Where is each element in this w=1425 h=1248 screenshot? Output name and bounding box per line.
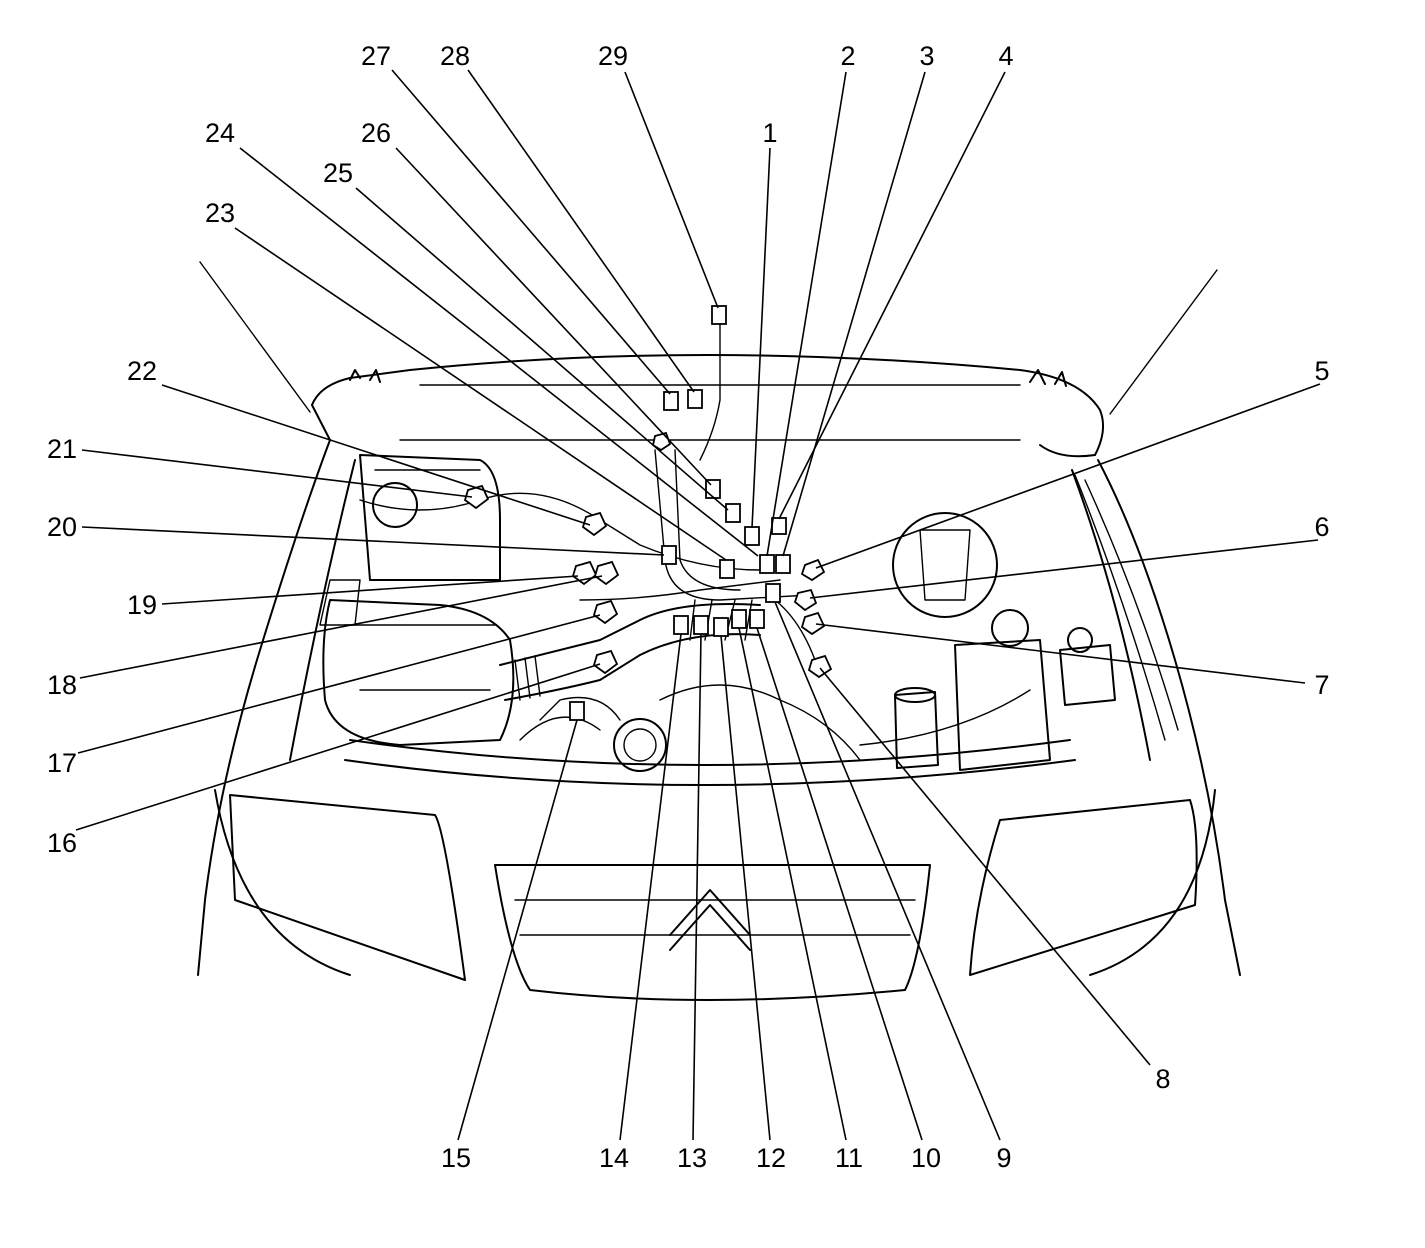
connector-28: [687, 389, 703, 409]
connector-20: [661, 545, 677, 565]
connector-14: [673, 615, 689, 635]
connector-25: [725, 503, 741, 523]
callout-18: 18: [47, 670, 77, 700]
leader-lines: [75, 69, 1321, 1141]
callout-numbers: 1 2 3 4 5 6 7 8 9 10 11 12 13 14 15 16 1…: [47, 41, 1330, 1173]
callout-25: 25: [323, 158, 353, 188]
callout-12: 12: [756, 1143, 786, 1173]
leader-9: [774, 601, 1001, 1141]
leader-7: [815, 623, 1306, 684]
callout-2: 2: [840, 41, 855, 71]
leader-4: [778, 71, 1006, 520]
leader-17: [77, 614, 601, 754]
callout-3: 3: [919, 41, 934, 71]
callout-27: 27: [361, 41, 391, 71]
callout-7: 7: [1314, 670, 1329, 700]
leader-14: [619, 633, 682, 1141]
leader-15: [457, 719, 578, 1141]
connector-11: [731, 609, 747, 629]
leader-16: [75, 663, 601, 831]
callout-15: 15: [441, 1143, 471, 1173]
callout-23: 23: [205, 198, 235, 228]
connector-27: [663, 391, 679, 411]
leader-19: [161, 575, 579, 605]
connector-6: [793, 588, 818, 612]
callout-28: 28: [440, 41, 470, 71]
leader-1: [751, 147, 771, 529]
leader-8: [819, 667, 1151, 1066]
callout-24: 24: [205, 118, 235, 148]
leader-25: [355, 187, 729, 511]
leader-27: [391, 69, 671, 395]
leader-28: [467, 69, 695, 393]
connector-22: [581, 511, 608, 537]
callout-16: 16: [47, 828, 77, 858]
callout-1: 1: [762, 118, 777, 148]
callout-11: 11: [835, 1143, 863, 1173]
connector-3: [775, 554, 791, 574]
callout-21: 21: [47, 434, 77, 464]
callout-13: 13: [677, 1143, 707, 1173]
leader-11: [738, 627, 847, 1141]
leader-18: [79, 575, 603, 679]
leader-29: [624, 71, 719, 309]
leader-22: [161, 384, 591, 526]
callout-10: 10: [911, 1143, 941, 1173]
leader-23: [234, 227, 727, 561]
callout-14: 14: [599, 1143, 629, 1173]
leader-2: [766, 71, 847, 557]
connector-10: [749, 609, 765, 629]
connector-8: [807, 654, 833, 679]
leader-20: [81, 526, 665, 556]
callout-6: 6: [1314, 512, 1329, 542]
callout-29: 29: [598, 41, 628, 71]
vehicle-outline: [197, 261, 1241, 1001]
connector-2: [759, 554, 775, 574]
callout-20: 20: [47, 512, 77, 542]
connector-17: [592, 599, 619, 625]
leader-6: [809, 539, 1319, 599]
connector-4: [771, 517, 787, 535]
callout-22: 22: [127, 356, 157, 386]
callout-4: 4: [998, 41, 1013, 71]
connector-6-body: [765, 583, 781, 603]
connector-1: [744, 526, 760, 546]
leader-13: [692, 633, 702, 1141]
connector-21: [463, 484, 490, 510]
callout-5: 5: [1314, 356, 1329, 386]
leader-12: [720, 635, 771, 1141]
connector-16: [592, 649, 619, 675]
callout-8: 8: [1155, 1064, 1170, 1094]
connector-18: [593, 560, 620, 586]
connector-29: [711, 305, 727, 325]
callout-26: 26: [361, 118, 391, 148]
connector-15: [569, 701, 585, 721]
leader-21: [81, 449, 473, 498]
callout-19: 19: [127, 590, 157, 620]
leader-10: [756, 627, 923, 1141]
leader-3: [782, 71, 926, 557]
callout-9: 9: [996, 1143, 1011, 1173]
connector-24: [719, 559, 735, 579]
connector-13: [693, 615, 709, 635]
connector-7: [800, 611, 826, 636]
leader-24: [239, 147, 759, 557]
connector-12: [713, 617, 729, 637]
callout-17: 17: [47, 748, 77, 778]
leader-5: [815, 383, 1321, 569]
leader-26: [395, 147, 712, 486]
connector-5: [800, 558, 826, 582]
